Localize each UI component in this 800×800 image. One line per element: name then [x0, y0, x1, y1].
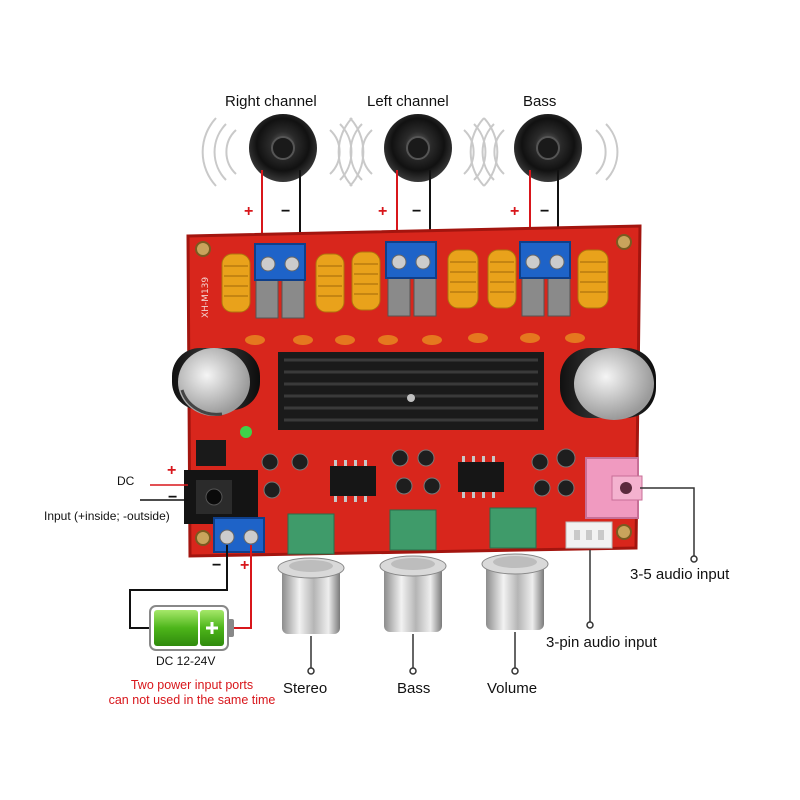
three-pin-connector	[565, 521, 613, 549]
input-leader-lines	[586, 487, 698, 629]
speaker-label-left: Left channel	[367, 93, 449, 110]
electrolytic-capacitor-right	[560, 348, 656, 420]
inductor-coils	[221, 249, 609, 313]
speaker-terminal-blocks	[254, 241, 571, 281]
power-warning-text: Two power input ports can not used in th…	[92, 678, 292, 708]
dc-jack	[184, 470, 258, 524]
jack-input-label: 3-5 audio input	[630, 566, 730, 583]
knob-volume-icon	[481, 553, 549, 630]
sound-wave-icon	[201, 117, 619, 187]
potentiometer-bodies	[287, 507, 537, 555]
polarity-plus-bass: +	[510, 203, 520, 220]
knob-leader-lines	[307, 632, 519, 675]
speaker-bass-icon	[514, 114, 582, 182]
terminal-minus-sign: −	[212, 557, 222, 574]
polarity-minus-left: −	[412, 203, 422, 220]
board-model-text: XH-M139	[201, 277, 211, 318]
dc-label: DC	[117, 474, 135, 488]
small-electrolytic-caps	[261, 448, 576, 499]
warning-line-2: can not used in the same time	[108, 693, 276, 707]
dc-input-wires	[140, 484, 188, 501]
speaker-right-icon	[249, 114, 317, 182]
knob-label-bass: Bass	[397, 680, 431, 697]
electrolytic-capacitor-left	[172, 348, 260, 416]
speaker-label-bass: Bass	[523, 93, 557, 110]
polarity-minus-right: −	[281, 203, 291, 220]
small-capacitors	[245, 333, 585, 345]
power-terminal-block	[213, 517, 265, 553]
polarity-plus-left: +	[378, 203, 388, 220]
knob-label-volume: Volume	[487, 680, 538, 697]
battery-wires	[129, 545, 252, 629]
audio-jack-3-5	[585, 457, 643, 519]
speaker-left-icon	[384, 114, 452, 182]
battery-icon	[149, 605, 234, 651]
knob-stereo-icon	[277, 557, 345, 634]
dc-input-label: Input (+inside; -outside)	[44, 509, 170, 523]
film-capacitors	[255, 275, 571, 319]
heatsink	[278, 352, 544, 430]
pin-input-label: 3-pin audio input	[546, 634, 657, 651]
knob-bass-icon	[379, 555, 447, 632]
knob-label-stereo: Stereo	[283, 680, 328, 697]
power-led-icon	[240, 426, 252, 438]
polarity-plus-right: +	[244, 203, 254, 220]
speaker-label-right: Right channel	[225, 93, 317, 110]
dc-minus-sign: −	[168, 489, 178, 506]
terminal-plus-sign: +	[240, 557, 250, 574]
battery-voltage-label: DC 12-24V	[156, 654, 216, 668]
warning-line-1: Two power input ports	[130, 678, 254, 692]
diode	[196, 440, 226, 466]
opamp-chips	[330, 456, 504, 502]
polarity-minus-bass: −	[540, 203, 550, 220]
dc-plus-sign: +	[167, 462, 177, 479]
